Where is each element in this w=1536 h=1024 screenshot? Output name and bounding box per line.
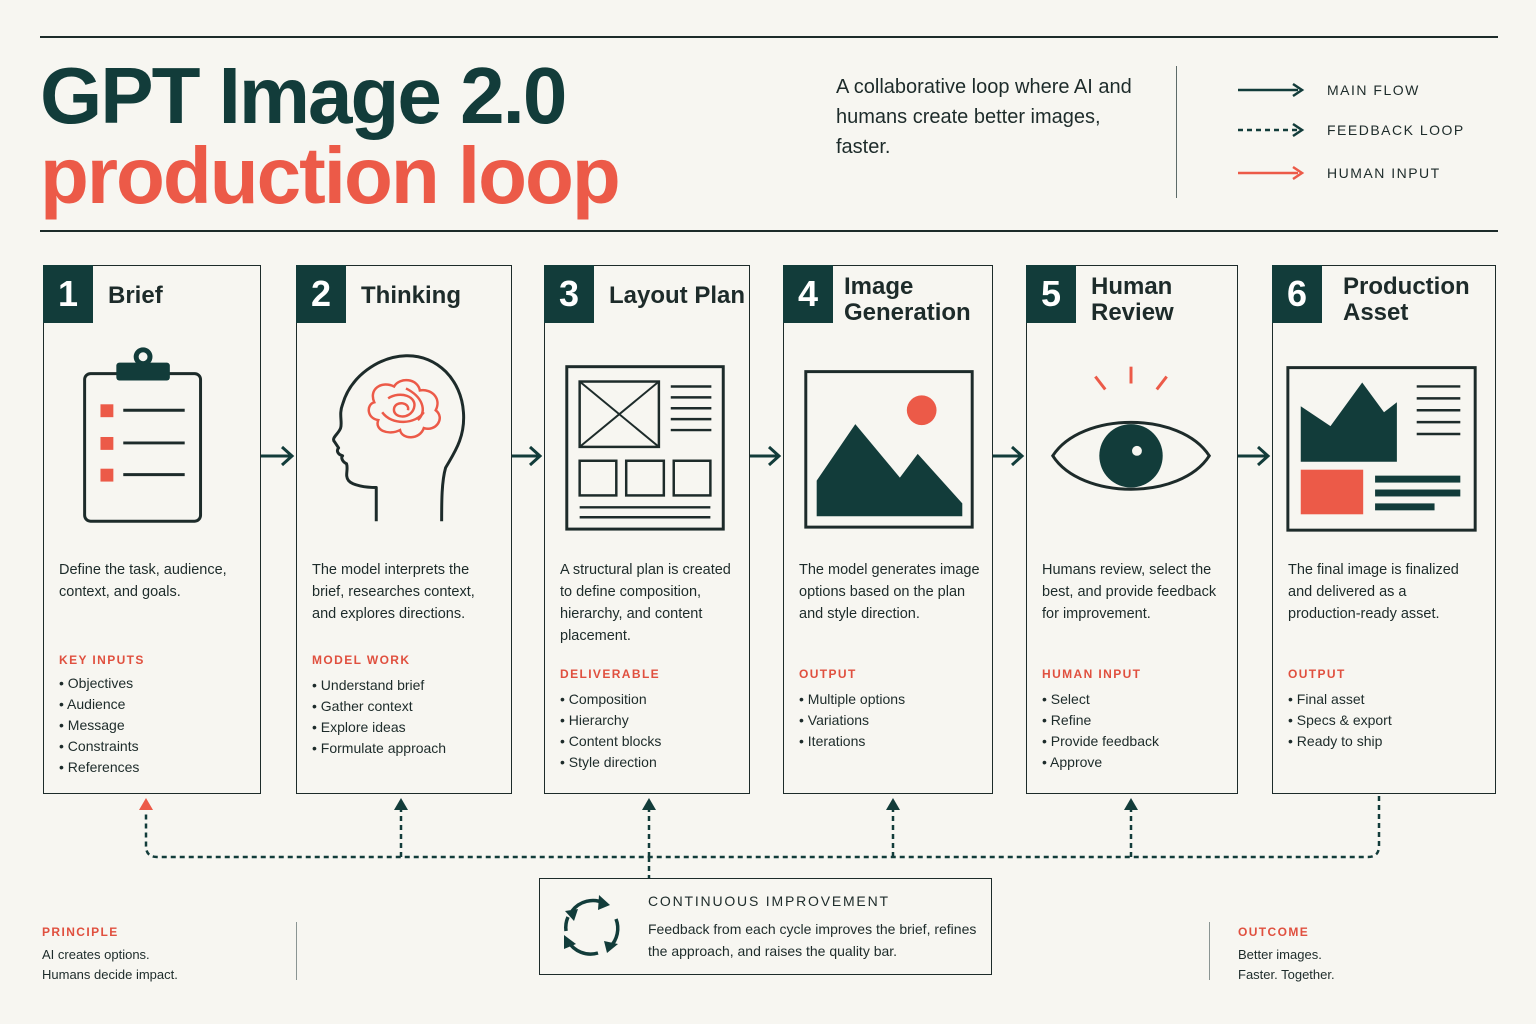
principle-line-2: Humans decide impact. [42,967,178,982]
outcome-label: OUTCOME [1238,925,1310,939]
step-card-thinking: 2 Thinking The model interprets the brie… [296,265,512,794]
tagline: A collaborative loop where AI and humans… [836,76,1132,158]
header-bottom-rule [40,230,1498,232]
continuous-improvement-title: CONTINUOUS IMPROVEMENT [648,893,890,909]
list-item: References [59,757,140,778]
list-item: Constraints [59,736,139,757]
list-item: Variations [799,710,905,731]
legend-main-flow: MAIN FLOW [1238,80,1498,100]
section-label: MODEL WORK [312,653,411,667]
outcome-divider [1209,922,1210,980]
list-item: Iterations [799,731,905,752]
step-description: The final image is finalized and deliver… [1288,562,1459,622]
list-item: Style direction [560,752,661,773]
list-item: Explore ideas [312,717,446,738]
step-title: Human Review [1091,273,1174,326]
step-number: 6 [1272,265,1322,323]
item-list: Composition Hierarchy Content blocks Sty… [560,689,662,773]
step-title: Thinking [361,282,461,309]
list-item: Provide feedback [1042,731,1159,752]
item-list: Understand brief Gather context Explore … [312,675,446,759]
legend-feedback-loop: FEEDBACK LOOP [1238,120,1498,140]
step-card-image-generation: 4 Image Generation The model generates i… [783,265,993,794]
list-item: Select [1042,689,1159,710]
step-description: Humans review, select the best, and prov… [1042,562,1217,622]
step-number: 1 [43,265,93,323]
step-description: The model interprets the brief, research… [312,562,475,622]
step-number: 4 [783,265,833,323]
section-label: OUTPUT [1288,667,1346,681]
item-list: Objectives Audience Message Constraints … [59,673,139,778]
legend-human-input: HUMAN INPUT [1238,163,1498,183]
step-number: 5 [1026,265,1076,323]
wireframe-icon [565,365,725,531]
step-card-layout-plan: 3 Layout Plan A structural plan is creat… [544,265,750,794]
head-brain-icon [332,354,466,522]
list-item: Ready to ship [1288,731,1392,752]
list-item: Specs & export [1288,710,1392,731]
list-item: Formulate approach [312,738,446,759]
legend-label: FEEDBACK LOOP [1327,122,1465,138]
step-description: Define the task, audience, context, and … [59,562,227,600]
outcome-line-1: Better images. [1238,947,1322,962]
list-item: Understand brief [312,675,446,696]
continuous-improvement-text: Feedback from each cycle improves the br… [648,921,977,959]
title-line-2: production loop [40,131,621,220]
principle-line-1: AI creates options. [42,947,150,962]
outcome-line-2: Faster. Together. [1238,967,1335,982]
step-title: Brief [108,282,163,309]
clipboard-icon [83,347,203,523]
step-card-human-review: 5 Human Review Humans review, select the… [1026,265,1238,794]
dashed-arrow-icon [1238,122,1305,138]
step-title: Image Generation [844,273,971,326]
list-item: Hierarchy [560,710,661,731]
feedback-loop-path [144,796,1381,878]
principle-label: PRINCIPLE [42,925,119,939]
list-item: Final asset [1288,689,1392,710]
list-item: Gather context [312,696,446,717]
section-label: HUMAN INPUT [1042,667,1142,681]
list-item: Multiple options [799,689,905,710]
red-arrow-icon [1238,165,1305,181]
list-item: Objectives [59,673,139,694]
step-number: 2 [296,265,346,323]
section-label: DELIVERABLE [560,667,661,681]
step-card-brief: 1 Brief Define the task, audience, conte… [43,265,261,794]
header-divider [1176,66,1177,198]
step-card-production-asset: 6 Production Asset The final image is fi… [1272,265,1496,794]
item-list: Select Refine Provide feedback Approve [1042,689,1159,773]
list-item: Content blocks [560,731,662,752]
list-item: Composition [560,689,661,710]
eye-icon [1050,366,1212,491]
title-line-1: GPT Image 2.0 [40,51,567,140]
document-image-icon [1286,366,1477,532]
list-item: Message [59,715,139,736]
section-label: KEY INPUTS [59,653,145,667]
item-list: Multiple options Variations Iterations [799,689,905,752]
solid-arrow-icon [1238,82,1305,98]
feedback-arrowheads [394,798,1138,810]
image-icon [804,370,974,529]
step-title: Layout Plan [609,282,746,309]
human-input-arrowhead [139,798,153,810]
step-number: 3 [544,265,594,323]
legend-label: MAIN FLOW [1327,82,1420,98]
list-item: Approve [1042,752,1159,773]
list-item: Refine [1042,710,1159,731]
top-rule [40,36,1498,38]
refresh-cycle-icon [564,895,620,956]
section-label: OUTPUT [799,667,857,681]
continuous-improvement-box: CONTINUOUS IMPROVEMENT Feedback from eac… [539,878,992,975]
principle-divider [296,922,297,980]
list-item: Audience [59,694,139,715]
item-list: Final asset Specs & export Ready to ship [1288,689,1392,752]
step-description: The model generates image options based … [799,562,980,622]
step-description: A structural plan is created to define c… [560,562,731,644]
step-title: Production Asset [1343,273,1470,326]
legend-label: HUMAN INPUT [1327,165,1441,181]
